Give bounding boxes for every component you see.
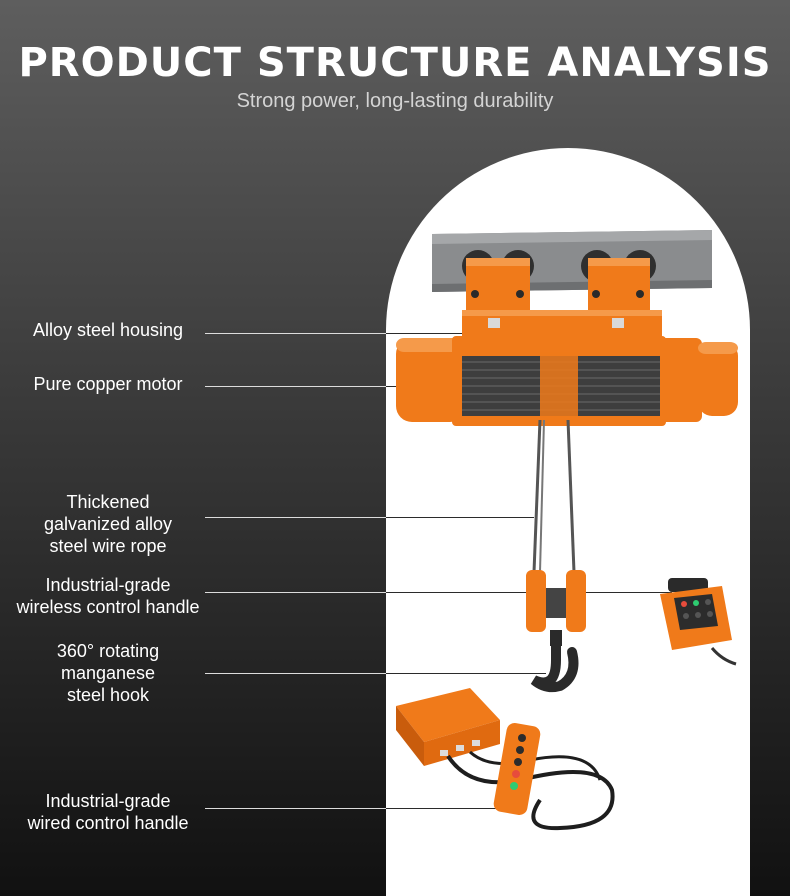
leader-line-wireless	[205, 592, 386, 593]
wire-rope	[532, 419, 576, 573]
label-housing: Alloy steel housing	[4, 319, 212, 341]
hook-block	[526, 570, 586, 693]
label-hook-line-2: manganese	[60, 663, 156, 683]
leader-line-wired	[205, 808, 386, 809]
label-wire-rope-line-2: galvanized alloy	[43, 514, 173, 534]
label-wired-handle-line-1: Industrial-grade	[45, 791, 171, 811]
leader-line-motor	[205, 386, 386, 387]
label-housing-text: Alloy steel housing	[32, 320, 184, 340]
label-hook-line-3: steel hook	[66, 685, 150, 705]
label-wireless-handle-line-1: Industrial-grade	[45, 575, 171, 595]
label-wireless-handle-line-2: wireless control handle	[16, 597, 200, 617]
label-wireless-handle: Industrial-grade wireless control handle	[4, 574, 212, 618]
motor-and-drum	[396, 336, 738, 426]
label-wire-rope: Thickened galvanized alloy steel wire ro…	[4, 491, 212, 557]
leader-line-housing	[205, 333, 386, 334]
label-motor: Pure copper motor	[4, 373, 212, 395]
leader-line-wired-inner	[386, 808, 512, 809]
page-subtitle: Strong power, long-lasting durability	[236, 90, 554, 112]
leader-line-hook	[205, 673, 386, 674]
trolley	[462, 250, 656, 312]
label-hook: 360° rotating manganese steel hook	[4, 640, 212, 706]
label-wire-rope-line-1: Thickened	[66, 492, 150, 512]
label-wired-handle: Industrial-grade wired control handle	[4, 790, 212, 834]
label-wire-rope-line-3: steel wire rope	[49, 536, 167, 556]
wired-control	[396, 688, 615, 831]
leader-line-rope-inner	[386, 517, 534, 518]
page-title: PRODUCT STRUCTURE ANALYSIS	[18, 40, 772, 86]
leader-line-housing-inner	[386, 333, 462, 334]
leader-line-rope	[205, 517, 386, 518]
leader-line-hook-inner	[386, 673, 546, 674]
wireless-remote	[660, 578, 737, 666]
label-hook-line-1: 360° rotating	[56, 641, 160, 661]
label-wired-handle-line-2: wired control handle	[27, 813, 189, 833]
label-motor-text: Pure copper motor	[33, 374, 183, 394]
